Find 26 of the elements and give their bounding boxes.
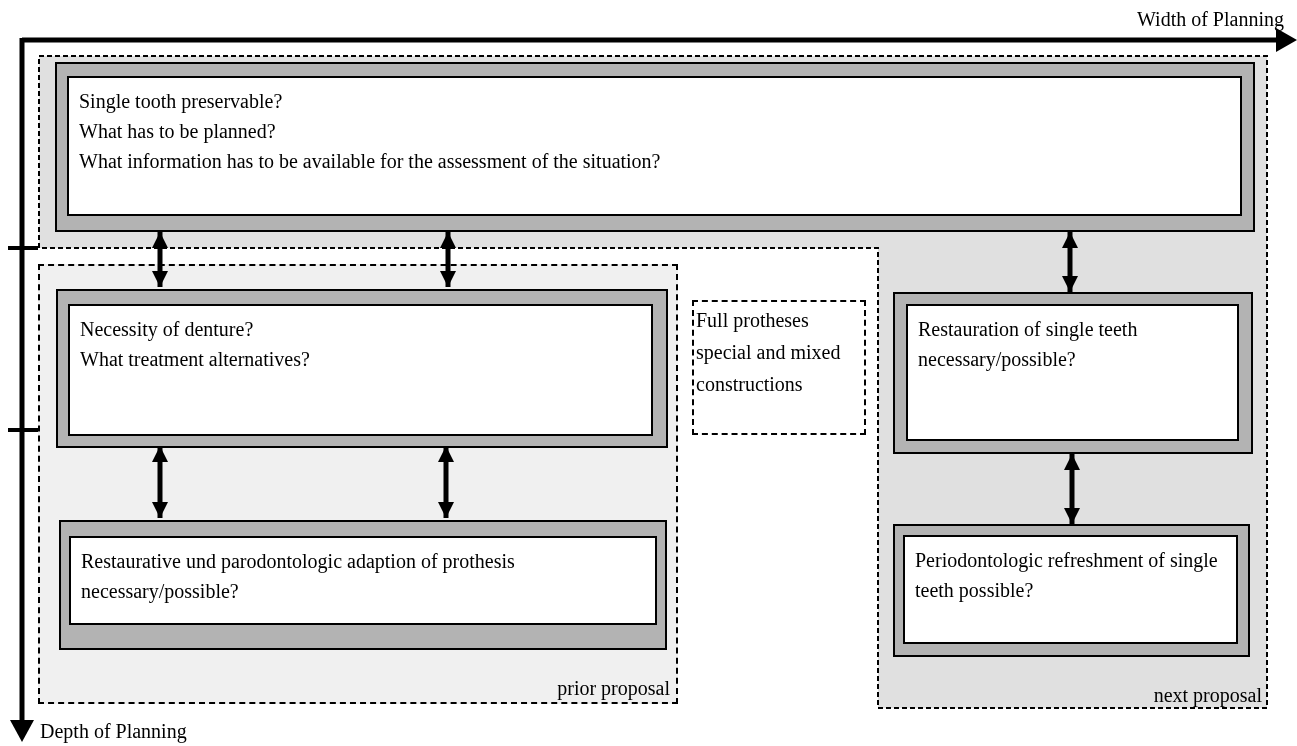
question-text: Necessity of denture? xyxy=(80,317,255,343)
question-text: What has to be planned? xyxy=(79,119,277,145)
axis-label: Depth of Planning xyxy=(40,720,187,743)
question-text: Restauration of single teeth necessary/possible? xyxy=(918,317,1139,373)
question-text: Periodontologic refreshment of single teeth possible? xyxy=(915,548,1219,604)
region-label: next proposal xyxy=(1153,684,1262,707)
double-arrow xyxy=(440,232,456,287)
question-text: What information has to be available for the assessment of the situation? xyxy=(79,149,662,174)
note-text: Full protheses special and mixed constructions xyxy=(696,308,842,397)
proposal-region xyxy=(38,264,678,704)
question-text: Single tooth preservable? xyxy=(79,89,284,115)
double-arrow xyxy=(1062,232,1078,292)
note-box xyxy=(692,300,866,435)
question-box xyxy=(59,520,667,650)
question-box xyxy=(55,62,1255,232)
double-arrow xyxy=(152,232,168,287)
double-arrow xyxy=(152,446,168,518)
question-box xyxy=(56,289,668,448)
question-box xyxy=(893,524,1250,657)
double-arrow xyxy=(1064,454,1080,524)
region-label: prior proposal xyxy=(557,677,670,700)
question-text: Restaurative und parodontologic adaption of prothesis necessary/possible? xyxy=(81,549,516,605)
question-box xyxy=(893,292,1253,454)
double-arrow xyxy=(438,446,454,518)
question-text: What treatment alternatives? xyxy=(80,347,311,372)
axis-label: Width of Planning xyxy=(1137,8,1284,31)
